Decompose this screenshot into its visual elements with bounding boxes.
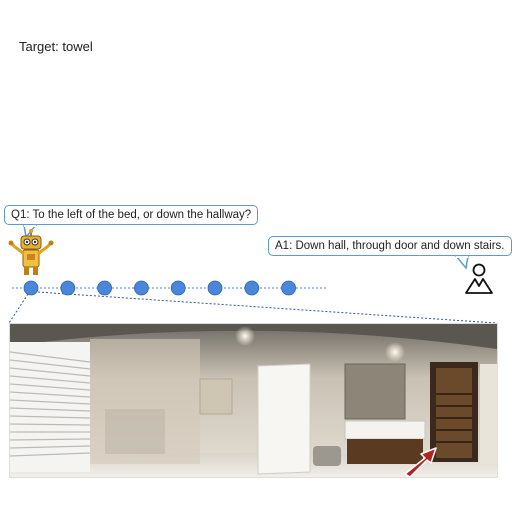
robot-icon bbox=[8, 229, 54, 275]
timeline-step-dot bbox=[23, 280, 39, 296]
direction-arrow-icon bbox=[404, 447, 437, 477]
timeline-step-dot bbox=[170, 280, 186, 296]
timeline-step-dot bbox=[244, 280, 260, 296]
timeline-step-dot bbox=[281, 280, 297, 296]
timeline bbox=[8, 280, 497, 324]
answer-bubble-tail bbox=[455, 256, 469, 270]
target-label: Target: towel bbox=[19, 39, 93, 54]
bathroom-panorama-image bbox=[9, 323, 498, 478]
timeline-step-dot bbox=[97, 280, 112, 296]
timeline-step-dot bbox=[133, 280, 149, 296]
timeline-step-dot bbox=[60, 280, 76, 296]
person-icon bbox=[465, 263, 493, 294]
timeline-step-dot bbox=[207, 280, 223, 296]
question-bubble: Q1: To the left of the bed, or down the … bbox=[4, 205, 259, 225]
answer-bubble: A1: Down hall, through door and down sta… bbox=[268, 236, 512, 256]
